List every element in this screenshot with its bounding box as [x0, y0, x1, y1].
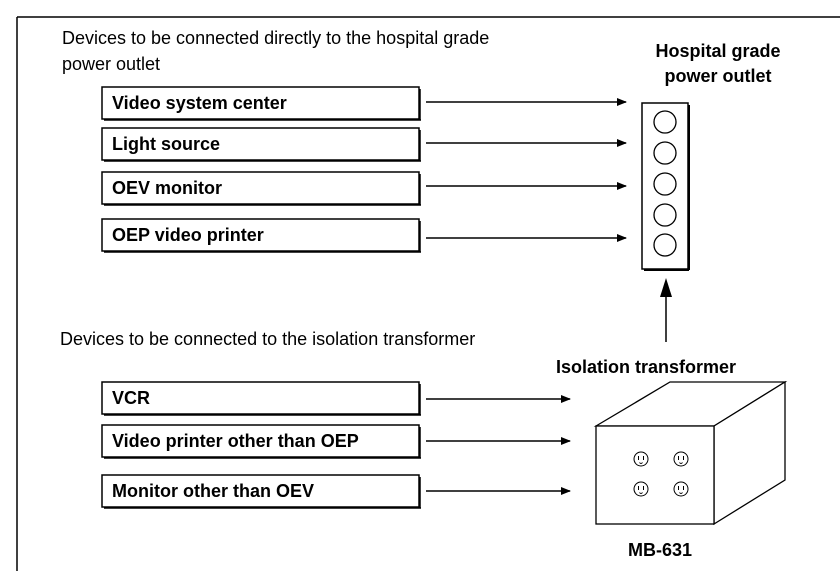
direct-device-box: OEP video printer [101, 218, 421, 253]
outlet-title-line1: Hospital grade [655, 41, 780, 61]
receptacle-icon [673, 451, 689, 467]
direct-device-label: Light source [112, 134, 220, 154]
isolation-device-box: Video printer other than OEP [101, 424, 421, 459]
direct-device-box: Video system center [101, 86, 421, 121]
isolation-device-label: Monitor other than OEV [112, 481, 314, 501]
outlet-title-line2: power outlet [665, 66, 772, 86]
direct-device-label: OEV monitor [112, 178, 222, 198]
direct-device-box: OEV monitor [101, 171, 421, 206]
outlet-socket-icon [653, 110, 677, 134]
isolation-device-box: VCR [101, 381, 421, 416]
direct-device-box: Light source [101, 127, 421, 162]
receptacle-icon [633, 481, 649, 497]
outlet-socket-icon [653, 203, 677, 227]
direct-heading-line1: Devices to be connected directly to the … [62, 28, 489, 48]
direct-device-label: OEP video printer [112, 225, 264, 245]
outlet-socket-icon [653, 233, 677, 257]
isolation-device-box: Monitor other than OEV [101, 474, 421, 509]
isolation-transformer-title: Isolation transformer [556, 357, 736, 377]
outlet-socket-icon [653, 172, 677, 196]
isolation-device-label: VCR [112, 388, 150, 408]
outlet-socket-icon [653, 141, 677, 165]
receptacle-icon [673, 481, 689, 497]
transformer-model-label: MB-631 [628, 540, 692, 560]
direct-device-label: Video system center [112, 93, 287, 113]
direct-heading-line2: power outlet [62, 54, 160, 74]
hospital-power-outlet-strip [641, 102, 690, 271]
receptacle-icon [633, 451, 649, 467]
isolation-device-label: Video printer other than OEP [112, 431, 359, 451]
isolation-transformer-box [593, 380, 788, 526]
isolation-heading: Devices to be connected to the isolation… [60, 329, 475, 349]
arrow-up-head [660, 278, 672, 297]
